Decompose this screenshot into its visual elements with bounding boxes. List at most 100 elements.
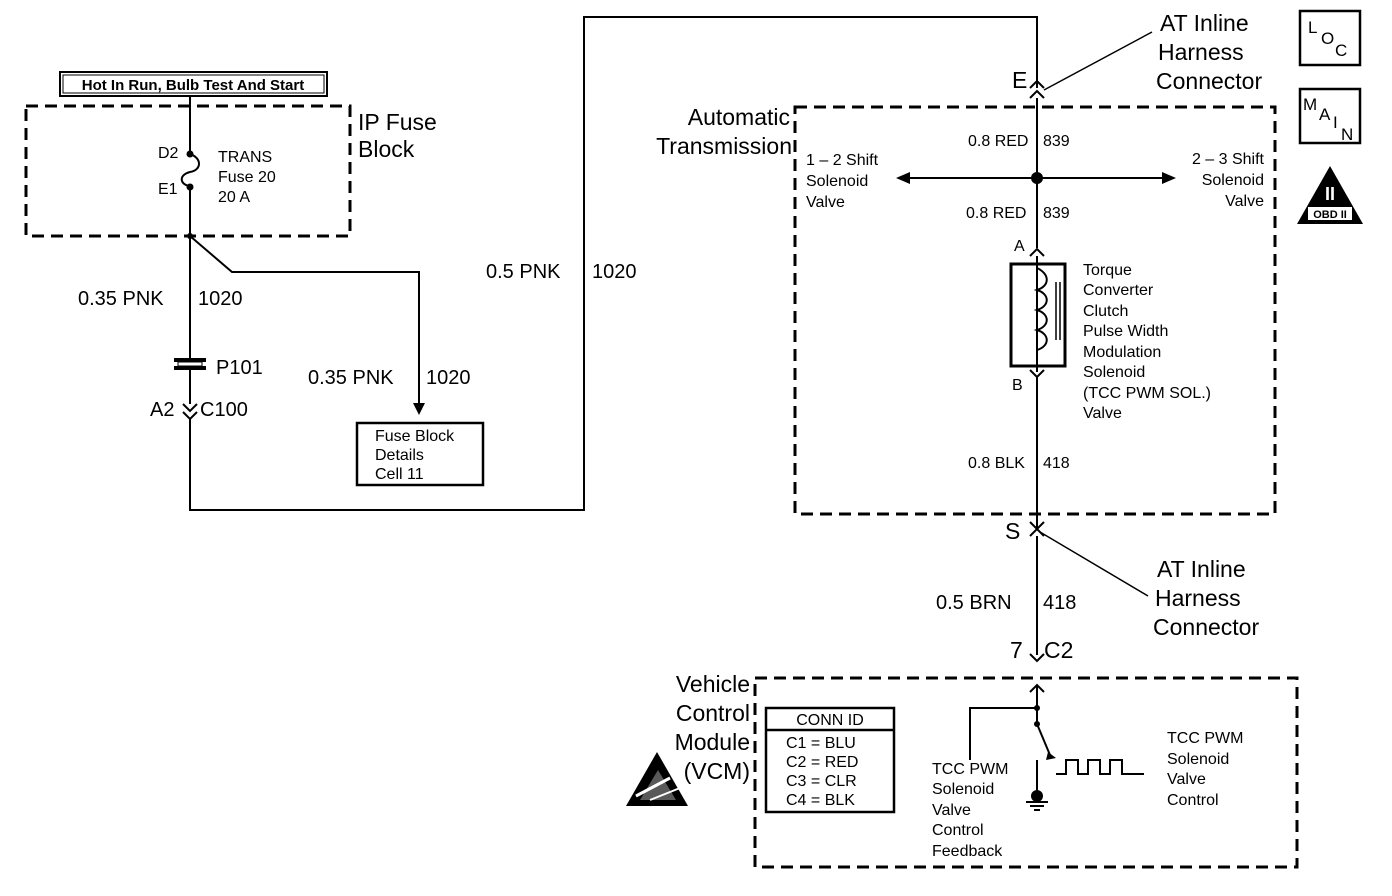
feedback-line-2: Solenoid [932, 781, 994, 798]
shift-12-line-3: Valve [806, 194, 845, 211]
transmission-label-1: Automatic [688, 104, 790, 130]
harness-top-line-1: AT Inline [1160, 10, 1249, 36]
fuse-details-line-2: Details [375, 447, 424, 464]
wire-blk-label: 0.8 BLK [968, 455, 1025, 472]
control-line-3: Valve [1167, 771, 1206, 788]
ip-fuse-label-1: IP Fuse [358, 109, 437, 135]
feedback-line-4: Control [932, 822, 984, 839]
conn-id-row-1: C1 = BLU [786, 735, 856, 752]
c100-name: C100 [200, 399, 248, 421]
main-letter-3: I [1333, 113, 1338, 132]
obd-symbol: II [1325, 184, 1335, 204]
harness-top-line-2: Harness [1158, 39, 1244, 65]
wire-branch-num: 1020 [426, 367, 471, 389]
harness-bottom-line-1: AT Inline [1157, 556, 1246, 582]
shift-23-line-2: Solenoid [1202, 172, 1264, 189]
control-line-4: Control [1167, 792, 1219, 809]
vcm-label-1: Vehicle [676, 671, 750, 697]
ip-fuse-label-2: Block [358, 136, 415, 162]
pwm-waveform [1056, 759, 1144, 775]
main-letter-1: M [1303, 95, 1317, 114]
loc-letter-1: L [1308, 18, 1317, 37]
tcc-line-6: Solenoid [1083, 364, 1145, 381]
loc-letter-2: O [1321, 29, 1334, 48]
main-letter-4: N [1341, 125, 1353, 144]
shift-23-line-3: Valve [1225, 193, 1264, 210]
wire-cross-num: 1020 [592, 261, 637, 283]
fuse-details-line-3: Cell 11 [375, 466, 424, 483]
wire-left-label: 0.35 PNK [78, 288, 164, 310]
tcc-line-1: Torque [1083, 262, 1132, 279]
fuse-line-3: 20 A [218, 189, 250, 206]
harness-connector-top: E AT Inline Harness Connector [1012, 10, 1262, 99]
splice-label: P101 [216, 357, 263, 379]
c100-pin: A2 [150, 399, 174, 421]
control-line-1: TCC PWM [1167, 730, 1243, 747]
fuse-line-1: TRANS [218, 149, 272, 166]
feedback-line-1: TCC PWM [932, 761, 1008, 778]
feedback-line-3: Valve [932, 802, 971, 819]
conn-id-row-2: C2 = RED [786, 754, 858, 771]
fuse-details-line-1: Fuse Block [375, 428, 455, 445]
tcc-line-3: Clutch [1083, 303, 1128, 320]
ip-fuse-block-outline [24, 104, 352, 238]
c2-pin: 7 [1010, 637, 1023, 663]
fuse-pin-e1: E1 [158, 181, 178, 198]
feedback-label: TCC PWM Solenoid Valve Control Feedback [932, 761, 1008, 860]
loc-letter-3: C [1335, 41, 1347, 60]
wire-red-top-label: 0.8 RED [968, 133, 1028, 150]
power-banner-text: Hot In Run, Bulb Test And Start [82, 77, 304, 94]
wire-cross-label: 0.5 PNK [486, 261, 561, 283]
shift-12-line-2: Solenoid [806, 173, 868, 190]
tcc-line-7: (TCC PWM SOL.) [1083, 385, 1211, 402]
vcm-switch-circuit [969, 683, 1144, 811]
obd-text: OBD II [1313, 209, 1347, 221]
tcc-pin-a: A [1014, 238, 1025, 255]
shift-12-line-1: 1 – 2 Shift [806, 152, 879, 169]
wire-cross [189, 16, 1038, 511]
wire-brn-label: 0.5 BRN [936, 592, 1012, 614]
vcm-outline [753, 676, 1299, 869]
harness-bottom-pin: S [1005, 518, 1020, 544]
vcm-label-2: Control [676, 700, 750, 726]
conn-id-row-3: C3 = CLR [786, 773, 857, 790]
feedback-line-5: Feedback [932, 843, 1003, 860]
transmission-outline [793, 105, 1277, 516]
fuse-line-2: Fuse 20 [218, 169, 276, 186]
wire-brn-num: 418 [1043, 592, 1076, 614]
wire-red-top-num: 839 [1043, 133, 1070, 150]
vcm-label-4: (VCM) [684, 758, 750, 784]
conn-id-table: CONN ID C1 = BLU C2 = RED C3 = CLR C4 = … [764, 706, 896, 814]
tcc-line-5: Modulation [1083, 344, 1161, 361]
fuse-details-box[interactable]: Fuse Block Details Cell 11 [355, 421, 485, 487]
wire-blk-num: 418 [1043, 455, 1070, 472]
power-banner: Hot In Run, Bulb Test And Start [59, 71, 328, 97]
main-letter-2: A [1319, 105, 1331, 124]
tcc-pwm-solenoid: A B Torque Converter Clutch Pulse Width … [1009, 238, 1211, 422]
shift-solenoid-23: 2 – 3 Shift Solenoid Valve [1192, 151, 1265, 210]
main-badge[interactable]: M A I N [1298, 87, 1362, 145]
fuse-pin-d2: D2 [158, 145, 179, 162]
harness-connector-bottom: S AT Inline Harness Connector [1005, 518, 1259, 640]
wire-branch-label: 0.35 PNK [308, 367, 394, 389]
splice-p101: P101 [174, 357, 263, 379]
wire-red-mid-label: 0.8 RED [966, 205, 1026, 222]
tcc-line-2: Converter [1083, 282, 1154, 299]
tcc-line-4: Pulse Width [1083, 323, 1168, 340]
c2-name: C2 [1044, 637, 1073, 663]
transmission-label-2: Transmission [656, 133, 792, 159]
shift-23-line-1: 2 – 3 Shift [1192, 151, 1265, 168]
wire-red-mid-num: 839 [1043, 205, 1070, 222]
fuse-symbol [180, 153, 200, 187]
tcc-pin-b: B [1012, 377, 1023, 394]
harness-bottom-line-3: Connector [1153, 614, 1259, 640]
wire-left-num: 1020 [198, 288, 243, 310]
esd-warning-icon [626, 752, 688, 806]
harness-top-line-3: Connector [1156, 68, 1262, 94]
vcm-connector-c2: 7 C2 [1010, 637, 1073, 663]
loc-badge[interactable]: L O C [1298, 9, 1362, 67]
obd-ii-badge[interactable]: II OBD II [1297, 166, 1363, 224]
conn-id-header: CONN ID [796, 712, 864, 729]
wire-branch [189, 235, 420, 405]
